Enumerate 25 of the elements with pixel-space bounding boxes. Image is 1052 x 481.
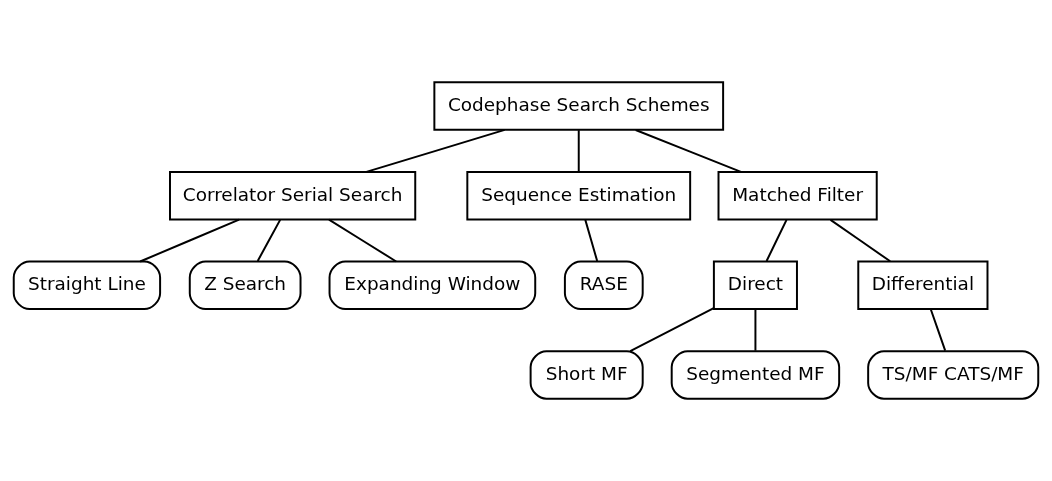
node-box: Segmented MF (670, 350, 841, 400)
node-box: Expanding Window (328, 260, 537, 311)
connector (256, 218, 282, 262)
connector (328, 218, 398, 263)
connector (634, 129, 742, 173)
connector (754, 308, 757, 352)
connector (584, 218, 599, 262)
node-box: Short MF (529, 350, 644, 400)
connector (765, 218, 788, 262)
node-box: Matched Filter (717, 170, 878, 221)
node-box: Codephase Search Schemes (433, 81, 725, 131)
connector (577, 129, 580, 173)
node-box: Direct (712, 260, 798, 311)
node-box: Correlator Serial Search (169, 170, 417, 221)
node-box: RASE (563, 260, 644, 311)
connector (929, 308, 947, 352)
connector (365, 128, 506, 173)
node-box: Sequence Estimation (466, 170, 692, 221)
connector (139, 218, 241, 263)
connector (629, 307, 715, 353)
node-box: Z Search (188, 260, 302, 311)
connector (829, 218, 892, 263)
node-box: Differential (857, 260, 989, 311)
node-box: Straight Line (12, 260, 162, 311)
node-box: TS/MF CATS/MF (867, 350, 1040, 400)
